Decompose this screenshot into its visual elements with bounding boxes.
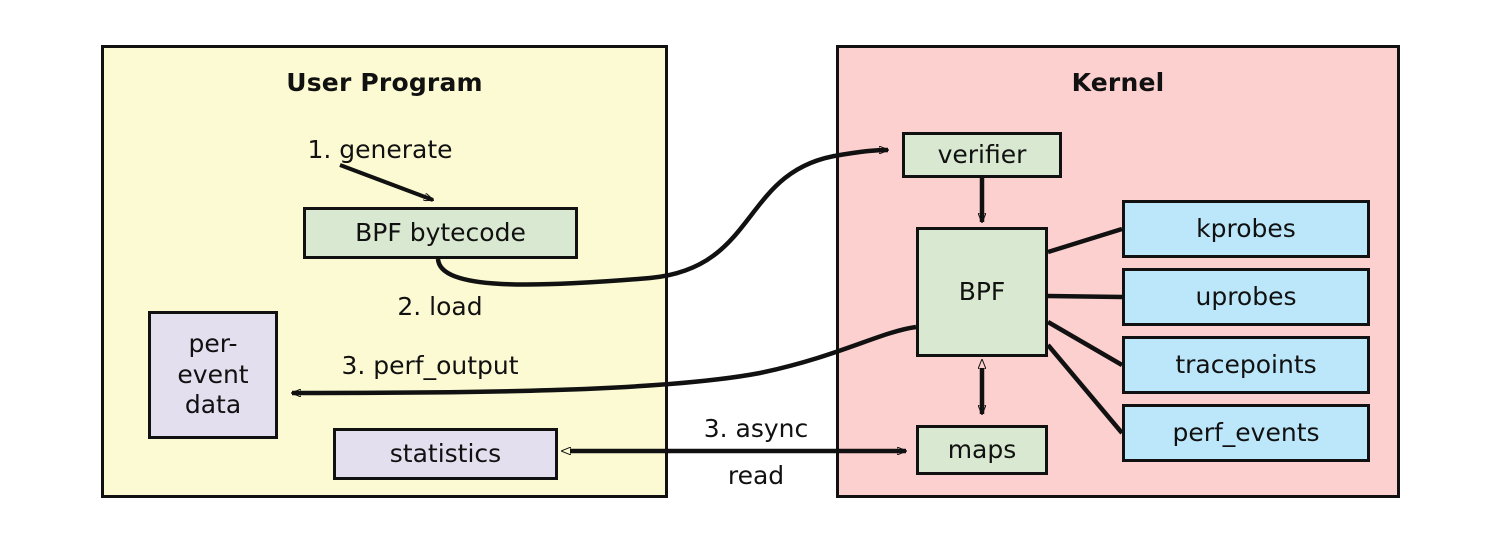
node-per-event-data[interactable]: per- event data — [148, 311, 278, 439]
node-maps[interactable]: maps — [916, 425, 1048, 475]
edge-label-async-read-line1: 3. async — [703, 414, 809, 443]
node-perf-events[interactable]: perf_events — [1122, 404, 1370, 462]
edge-label-load: 2. load — [397, 292, 483, 321]
node-kprobes[interactable]: kprobes — [1122, 200, 1370, 258]
per-event-data-line-2: event — [177, 359, 249, 389]
node-uprobes[interactable]: uprobes — [1122, 268, 1370, 326]
per-event-data-line-1: per- — [188, 329, 238, 359]
node-verifier[interactable]: verifier — [902, 132, 1062, 178]
node-bpf[interactable]: BPF — [916, 227, 1048, 357]
panel-kernel-title: Kernel — [1071, 68, 1165, 97]
node-tracepoints[interactable]: tracepoints — [1122, 336, 1370, 394]
node-statistics[interactable]: statistics — [333, 428, 558, 480]
edge-label-async-read-line2: read — [727, 461, 785, 490]
node-bpf-bytecode[interactable]: BPF bytecode — [303, 207, 578, 259]
edge-label-perf-output: 3. perf_output — [341, 351, 519, 380]
per-event-data-line-3: data — [184, 390, 242, 420]
panel-user-program-title: User Program — [286, 68, 483, 97]
edge-label-generate: 1. generate — [307, 135, 453, 164]
